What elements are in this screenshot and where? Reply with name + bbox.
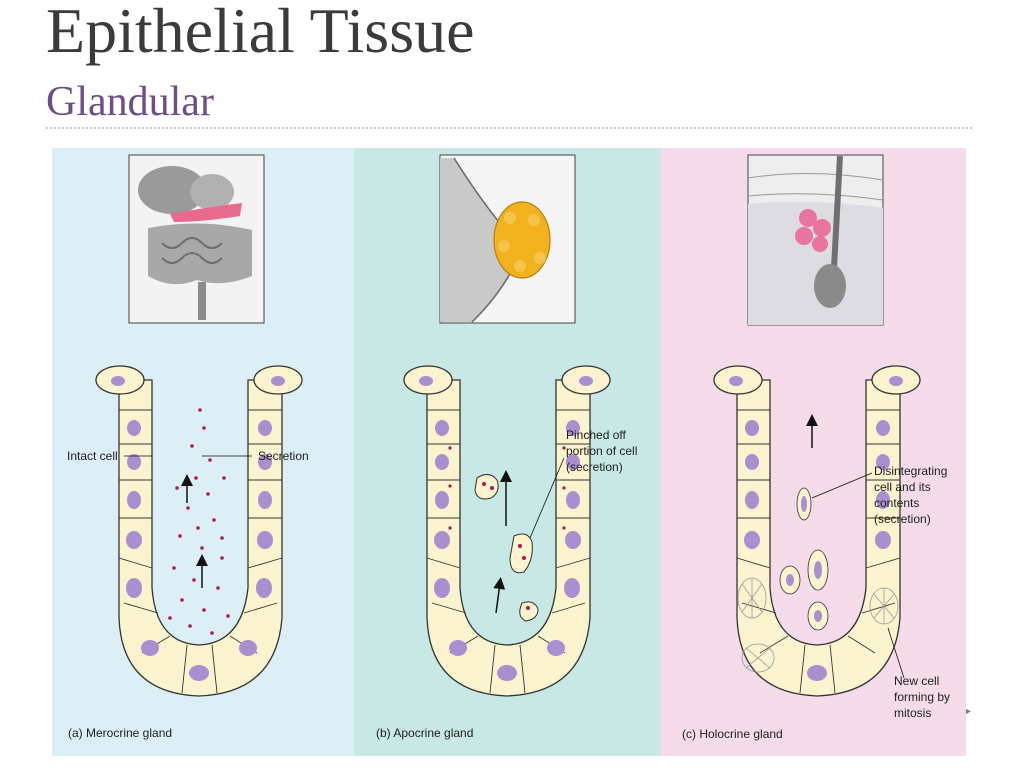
callout-pinched-off-3: (secretion) bbox=[566, 460, 623, 474]
callout-secretion: Secretion bbox=[258, 449, 309, 463]
callout-new-cell-1: New cell bbox=[894, 674, 939, 688]
slide-subtitle: Glandular bbox=[46, 79, 214, 125]
apocrine-gland-cells bbox=[403, 365, 611, 697]
panel-a-label: (a) Merocrine gland bbox=[68, 726, 172, 740]
merocrine-gland-cells bbox=[95, 365, 303, 697]
callout-new-cell-3: mitosis bbox=[894, 706, 931, 720]
panel-a-diagram: Intact cell Secretion (a) Merocrine glan… bbox=[67, 154, 309, 740]
slide-title: Epithelial Tissue bbox=[46, 0, 475, 66]
mammary-gland-inset bbox=[439, 154, 576, 324]
hair-follicle-inset bbox=[747, 154, 884, 326]
callout-disintegrating-4: (secretion) bbox=[874, 512, 931, 526]
callout-pinched-off-1: Pinched off bbox=[566, 428, 626, 442]
panel-c-label: (c) Holocrine gland bbox=[682, 727, 783, 741]
slide-nav-arrow-icon: ▸ bbox=[966, 706, 972, 717]
holocrine-gland-cells bbox=[713, 365, 921, 697]
callout-disintegrating-1: Disintegrating bbox=[874, 464, 947, 478]
callout-pinched-off-2: portion of cell bbox=[566, 444, 637, 458]
panel-b-diagram: Pinched off portion of cell (secretion) … bbox=[376, 154, 637, 740]
title-divider bbox=[46, 127, 972, 129]
panel-b-label: (b) Apocrine gland bbox=[376, 726, 473, 740]
panel-c-diagram: Disintegrating cell and its contents (se… bbox=[682, 154, 950, 741]
callout-disintegrating-3: contents bbox=[874, 496, 919, 510]
callout-disintegrating-2: cell and its bbox=[874, 480, 931, 494]
digestive-organs-inset bbox=[128, 154, 265, 324]
callout-new-cell-2: forming by bbox=[894, 690, 950, 704]
callout-intact-cell: Intact cell bbox=[67, 449, 118, 463]
gland-figure: Intact cell Secretion (a) Merocrine glan… bbox=[52, 148, 966, 756]
